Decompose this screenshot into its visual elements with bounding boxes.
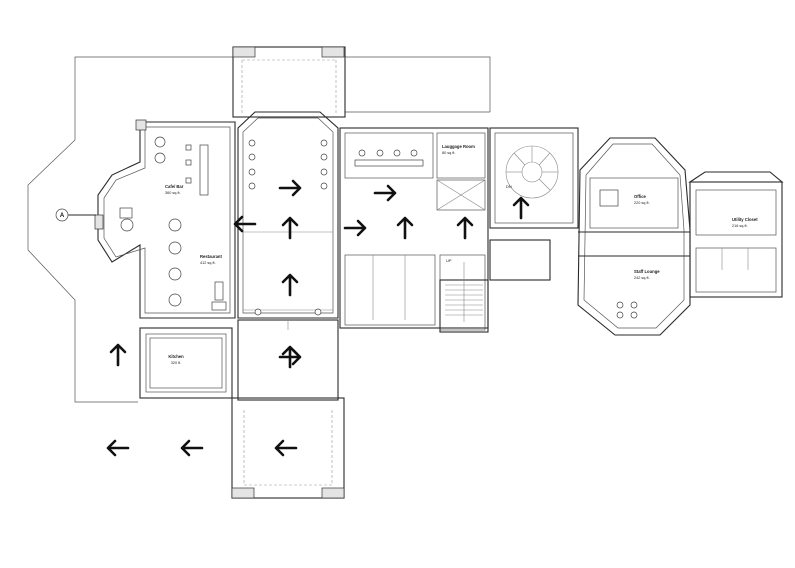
site-outline: [27, 56, 491, 403]
arrow-left-icon: [106, 439, 130, 457]
arrow-right-icon: [343, 219, 367, 237]
arrow-left-icon: [274, 439, 298, 457]
circulation-arrows: [106, 179, 530, 457]
luggage-area: 80 sq.ft.: [442, 151, 456, 155]
utility-area: 216 sq.ft.: [732, 224, 748, 228]
west-wing: [62, 119, 236, 319]
section-marker: A: [55, 208, 69, 222]
arrow-right-icon: [373, 184, 397, 202]
section-marker-label: A: [60, 213, 65, 219]
east-wing: [577, 137, 784, 336]
restaurant-area: 412 sq.ft.: [200, 261, 216, 265]
luggage-furniture: [354, 149, 424, 167]
arrow-up-icon: [281, 216, 299, 240]
staff-lounge-area: 242 sq.ft.: [634, 276, 650, 280]
arrow-up-icon: [109, 343, 127, 367]
arrow-up-icon: [396, 216, 414, 240]
hall-furniture: [248, 139, 638, 319]
spiral-block: [489, 127, 579, 281]
arrow-up-icon: [512, 196, 530, 220]
stair-dn-label: DN: [506, 184, 512, 189]
staff-lounge-label: Staff Lounge: [634, 269, 660, 274]
arrow-up-icon: [456, 216, 474, 240]
cafe-bar-label: Cafe/ Bar: [165, 184, 184, 189]
arrow-right-icon: [278, 348, 302, 366]
arrow-left-icon: [233, 215, 257, 233]
middle-block: [339, 127, 489, 331]
cafe-furniture: [119, 136, 227, 311]
office-area: 220 sq.ft.: [634, 201, 650, 205]
arrow-up-icon: [281, 273, 299, 297]
stair-up-label: UP: [446, 258, 452, 263]
kitchen-block: [139, 327, 233, 399]
room-labels: Cafe/ Bar 360 sq.ft. Restaurant 412 sq.f…: [165, 144, 758, 365]
utility-label: Utility Closet: [732, 217, 758, 222]
arrow-left-icon: [180, 439, 204, 457]
north-pavilion: [232, 46, 346, 118]
stair: [439, 262, 489, 333]
kitchen-label: Kitchen: [168, 354, 184, 359]
restaurant-label: Restaurant: [200, 254, 222, 259]
arrow-right-icon: [278, 179, 302, 197]
cafe-bar-area: 360 sq.ft.: [165, 191, 181, 195]
office-label: Office: [634, 194, 647, 199]
luggage-label: Lauggage Room: [442, 144, 475, 149]
kitchen-area: 320 ft.: [171, 361, 182, 365]
south-pavilion: [231, 397, 345, 499]
